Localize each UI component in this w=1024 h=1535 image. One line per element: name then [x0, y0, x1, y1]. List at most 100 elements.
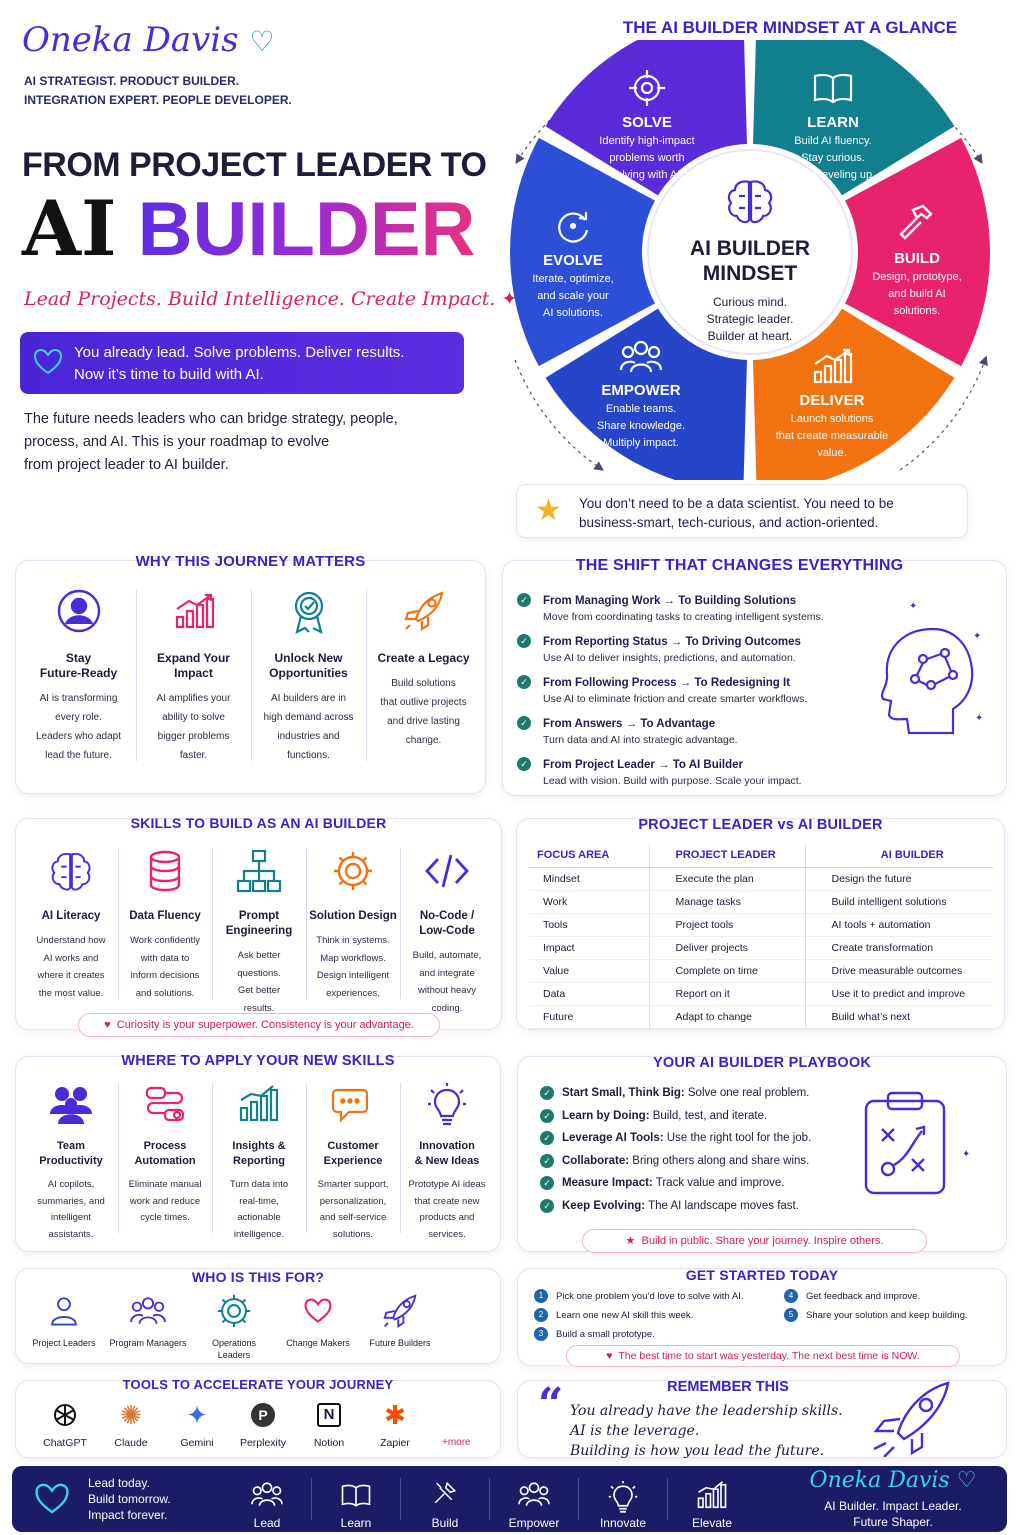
skills-card: SKILLS TO BUILD AS AN AI BUILDER AI Lite…: [15, 815, 502, 1037]
playbook-bold: Collaborate:: [562, 1154, 630, 1167]
playbook-bold: Start Small, Think Big:: [562, 1087, 685, 1099]
note-line: You don’t need to be a data scientist. Y…: [579, 496, 894, 511]
rocket-icon: [873, 1381, 950, 1457]
compare-cell: Tools: [529, 913, 649, 937]
heart-icon: ♥: [606, 1350, 613, 1362]
title-ai: AI: [22, 184, 117, 273]
sparkle-icon: ✦: [962, 1149, 971, 1160]
column-divider: [118, 1083, 119, 1233]
intro-line: from project leader to AI builder.: [24, 457, 229, 473]
footer-divider: [311, 1478, 312, 1520]
step-text: Share your solution and keep building.: [806, 1309, 968, 1321]
people-icon: [112, 1296, 183, 1327]
compare-cell: Create transformation: [804, 936, 993, 960]
check-icon: ✓: [517, 634, 531, 648]
footer-nav-innovate[interactable]: Innovate: [578, 1466, 668, 1532]
brain-icon: [727, 180, 773, 224]
shift-desc: Use AI to eliminate friction and create …: [543, 693, 808, 705]
playbook-bold: Measure Impact:: [562, 1177, 653, 1190]
step-text: Learn one new AI skill this week.: [556, 1309, 694, 1321]
user-icon: [21, 585, 136, 637]
step-number: 4: [784, 1289, 798, 1303]
banner-line: Now it’s time to build with AI.: [74, 366, 264, 383]
audience-item: Future Builders: [358, 1293, 442, 1349]
who-card: WHO IS THIS FOR? Project Leaders Program…: [15, 1268, 501, 1364]
step-text: Pick one problem you’d love to solve wit…: [556, 1290, 744, 1302]
playbook-text: Solve one real problem.: [684, 1087, 810, 1099]
heart-icon: ♡: [249, 25, 275, 58]
check-icon: ✓: [540, 1108, 554, 1123]
book-icon: [322, 1480, 390, 1507]
tool-chatgpt: ChatGPT: [30, 1401, 100, 1449]
claude-logo-icon: ✺: [120, 1400, 142, 1430]
intro-line: The future needs leaders who can bridge …: [24, 411, 398, 427]
footer-nav-label: Lead: [253, 1516, 281, 1530]
column-divider: [400, 849, 401, 999]
shift-heading: From Managing Work → To Building Solutio…: [543, 595, 797, 607]
gear-icon: [306, 845, 400, 897]
check-icon: ✓: [540, 1176, 554, 1191]
quote-icon: “: [538, 1379, 564, 1430]
item-title: AI Literacy: [41, 910, 101, 922]
remember-line: You already have the leadership skills.: [570, 1403, 843, 1419]
chat-icon: [306, 1079, 400, 1129]
compare-cell: Build intelligent solutions: [804, 890, 993, 914]
tool-perplexity: P Perplexity: [228, 1401, 298, 1449]
playbook-item: ✓ Measure Impact: Track value and improv…: [540, 1176, 784, 1191]
sparkle-icon: ✦: [973, 631, 982, 642]
playbook-item: ✓ Collaborate: Bring others along and sh…: [540, 1153, 809, 1168]
footer-nav-elevate[interactable]: Elevate: [667, 1466, 757, 1532]
shift-item: ✓ From Managing Work → To Building Solut…: [517, 593, 877, 626]
star-icon: ★: [535, 494, 562, 527]
tool-label: Zapier: [380, 1437, 410, 1449]
heart-icon: [282, 1296, 353, 1327]
rocket-icon: [366, 585, 481, 637]
column-divider: [136, 589, 137, 761]
footer-nav-lead[interactable]: Lead: [222, 1466, 312, 1532]
check-icon: ✓: [517, 757, 531, 771]
mindset-segment-deliver: [753, 308, 955, 480]
chatgpt-logo-icon: [30, 1401, 100, 1429]
compare-cell: Impact: [529, 936, 649, 960]
compare-header: AI BUILDER: [804, 845, 993, 868]
skills-title: SKILLS TO BUILD AS AN AI BUILDER: [130, 815, 387, 831]
shift-heading: From Answers → To Advantage: [543, 718, 716, 730]
compare-cell: Project tools: [648, 913, 805, 937]
compare-cell: Drive measurable outcomes: [804, 959, 993, 983]
check-icon: ✓: [517, 593, 531, 607]
compare-cell: Value: [529, 959, 649, 983]
mindset-segment-build: [845, 137, 990, 367]
brain-icon: [24, 845, 118, 897]
footer-nav-empower[interactable]: Empower: [489, 1466, 579, 1532]
footer-divider: [667, 1478, 668, 1520]
playbook-item: ✓ Keep Evolving: The AI landscape moves …: [540, 1199, 799, 1213]
heart-outline-icon: [32, 346, 64, 383]
remember-line: Building is how you lead the future.: [570, 1443, 825, 1459]
who-title: WHO IS THIS FOR?: [191, 1269, 325, 1285]
compare-cell: Mindset: [529, 867, 649, 891]
segment-desc: Build AI fluency.Stay curious.Keep level…: [790, 135, 876, 181]
footer-nav-build[interactable]: Build: [400, 1466, 490, 1532]
database-icon: [118, 845, 212, 897]
tools-more-link[interactable]: +more: [442, 1437, 471, 1448]
hierarchy-icon: [212, 845, 306, 897]
center-title: MINDSET: [702, 262, 798, 285]
tool-claude: ✺ Claude: [96, 1401, 166, 1449]
footer-nav-learn[interactable]: Learn: [311, 1466, 401, 1532]
remember-card: “ REMEMBER THIS You already have the lea…: [517, 1379, 1007, 1459]
footer-nav-label: Learn: [340, 1516, 372, 1530]
tool-zapier: ✱ Zapier: [360, 1401, 430, 1449]
